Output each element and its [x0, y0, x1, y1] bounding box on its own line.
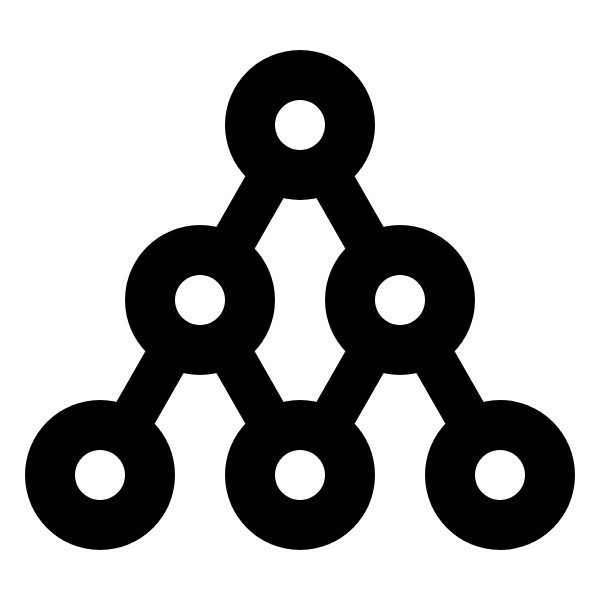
nodes	[25, 50, 575, 550]
node-middle-left	[125, 225, 275, 375]
node-middle-right	[325, 225, 475, 375]
node-top	[225, 50, 375, 200]
node-bottom-center	[225, 400, 375, 550]
node-bottom-right	[425, 400, 575, 550]
node-bottom-left	[25, 400, 175, 550]
